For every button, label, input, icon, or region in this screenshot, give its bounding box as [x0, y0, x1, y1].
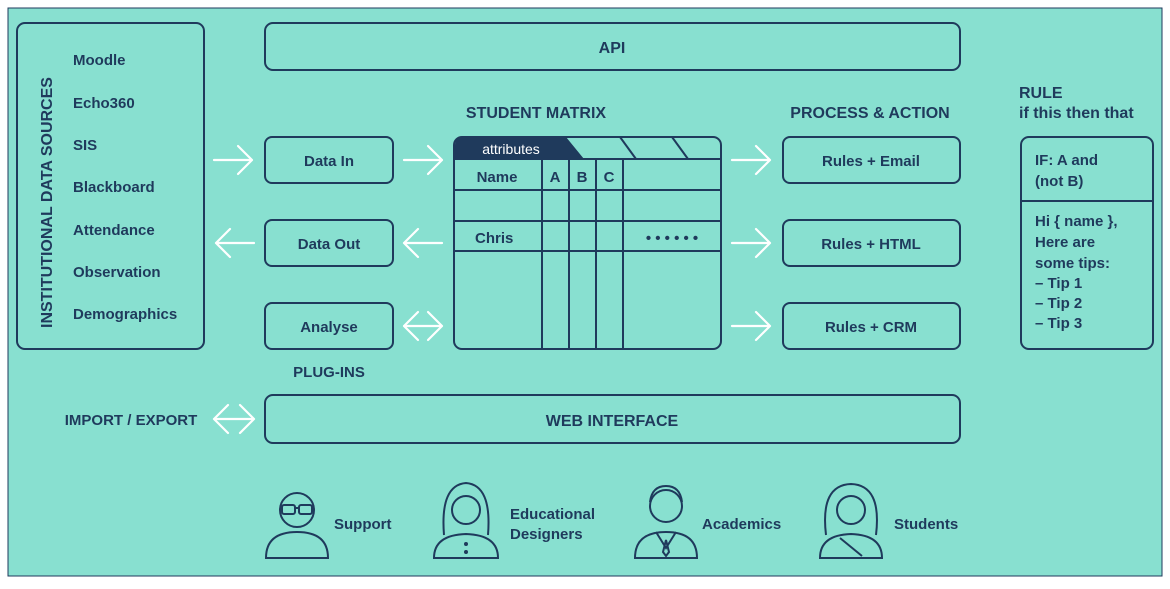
source-sis: SIS: [73, 137, 97, 154]
academics-label: Academics: [702, 516, 781, 533]
analyse-box: [264, 302, 394, 350]
data-out-box: [264, 219, 394, 267]
data-in-label: Data In: [304, 153, 354, 170]
attributes-tab-label: attributes: [482, 141, 540, 157]
diagram-background: [7, 7, 1163, 577]
matrix-header-c: C: [604, 169, 615, 186]
arrow-right-data-in-to-matrix: [402, 144, 444, 176]
arrow-both-analyse-matrix: [402, 310, 444, 342]
educational-designer-user-icon: [432, 481, 500, 559]
arrow-right-sources-to-data-in: [212, 144, 254, 176]
rule-body-line-4: – Tip 1: [1035, 275, 1082, 292]
attributes-tab: [455, 137, 584, 159]
rule-condition-line-1: IF: A and: [1035, 152, 1098, 169]
rules-html-label: Rules + HTML: [821, 236, 921, 253]
rule-body-line-2: Here are: [1035, 234, 1095, 251]
data-sources-title: INSTITUTIONAL DATA SOURCES: [39, 77, 56, 328]
api-label: API: [599, 40, 626, 57]
arrow-right-matrix-to-crm: [730, 310, 772, 342]
source-attendance: Attendance: [73, 222, 155, 239]
designers-label-line-1: Educational: [510, 506, 595, 523]
plugins-caption: PLUG-INS: [293, 364, 365, 381]
student-user-icon: [818, 482, 884, 559]
source-echo360: Echo360: [73, 95, 135, 112]
data-in-box: [264, 136, 394, 184]
rule-panel: RULE if this then that IF: A and (not B)…: [1019, 85, 1154, 350]
rule-subtitle: if this then that: [1019, 105, 1134, 122]
web-interface-box: [264, 394, 961, 444]
tab-divider-2: [671, 136, 689, 160]
users-row: Support Educational Designers Academics: [264, 481, 958, 559]
web-interface-bar: WEB INTERFACE IMPORT / EXPORT: [65, 394, 961, 444]
arrow-left-matrix-to-data-out: [402, 227, 444, 259]
import-export-label: IMPORT / EXPORT: [65, 412, 198, 429]
web-interface-label: WEB INTERFACE: [546, 413, 679, 430]
support-label: Support: [334, 516, 392, 533]
rule-condition-line-2: (not B): [1035, 173, 1083, 190]
arrow-right-matrix-to-html: [730, 227, 772, 259]
process-action-column: PROCESS & ACTION Rules + Email Rules + H…: [782, 105, 961, 350]
rules-crm-label: Rules + CRM: [825, 319, 917, 336]
rule-body-line-6: – Tip 3: [1035, 315, 1082, 332]
tab-divider-1: [619, 136, 637, 160]
arrow-right-matrix-to-email: [730, 144, 772, 176]
support-user-icon: [264, 492, 330, 559]
arrows: [212, 144, 772, 435]
matrix-frame: [453, 136, 722, 350]
process-title: PROCESS & ACTION: [790, 105, 949, 122]
rules-email-box: [782, 136, 961, 184]
rule-body-line-5: – Tip 2: [1035, 295, 1082, 312]
data-sources-box: [16, 22, 205, 350]
data-out-label: Data Out: [298, 236, 361, 253]
rule-box: [1020, 136, 1154, 350]
rules-crm-box: [782, 302, 961, 350]
students-label: Students: [894, 516, 958, 533]
designers-label-line-2: Designers: [510, 526, 583, 543]
rules-html-box: [782, 219, 961, 267]
data-sources-panel: INSTITUTIONAL DATA SOURCES Moodle Echo36…: [16, 22, 205, 350]
arrow-left-data-out-to-sources: [214, 227, 256, 259]
student-matrix: STUDENT MATRIX attributes Name A B C Chr…: [453, 105, 722, 350]
matrix-ellipsis: • • • • • •: [646, 230, 698, 247]
matrix-header-a: A: [550, 169, 561, 186]
matrix-header-name: Name: [477, 169, 518, 186]
rule-body-line-3: some tips:: [1035, 255, 1110, 272]
rule-title: RULE: [1019, 85, 1063, 102]
arrow-both-import-export: [212, 403, 256, 435]
rules-email-label: Rules + Email: [822, 153, 920, 170]
source-blackboard: Blackboard: [73, 179, 155, 196]
rule-body-line-1: Hi { name },: [1035, 213, 1118, 230]
analyse-label: Analyse: [300, 319, 358, 336]
api-box: [264, 22, 961, 71]
source-demographics: Demographics: [73, 306, 177, 323]
api-bar: API: [264, 22, 961, 71]
source-observation: Observation: [73, 264, 161, 281]
academic-user-icon: [633, 484, 699, 559]
matrix-header-b: B: [577, 169, 588, 186]
matrix-title: STUDENT MATRIX: [466, 105, 606, 122]
matrix-row-chris: Chris: [475, 230, 513, 247]
source-moodle: Moodle: [73, 52, 126, 69]
plugins-column: Data In Data Out Analyse PLUG-INS: [264, 136, 394, 381]
